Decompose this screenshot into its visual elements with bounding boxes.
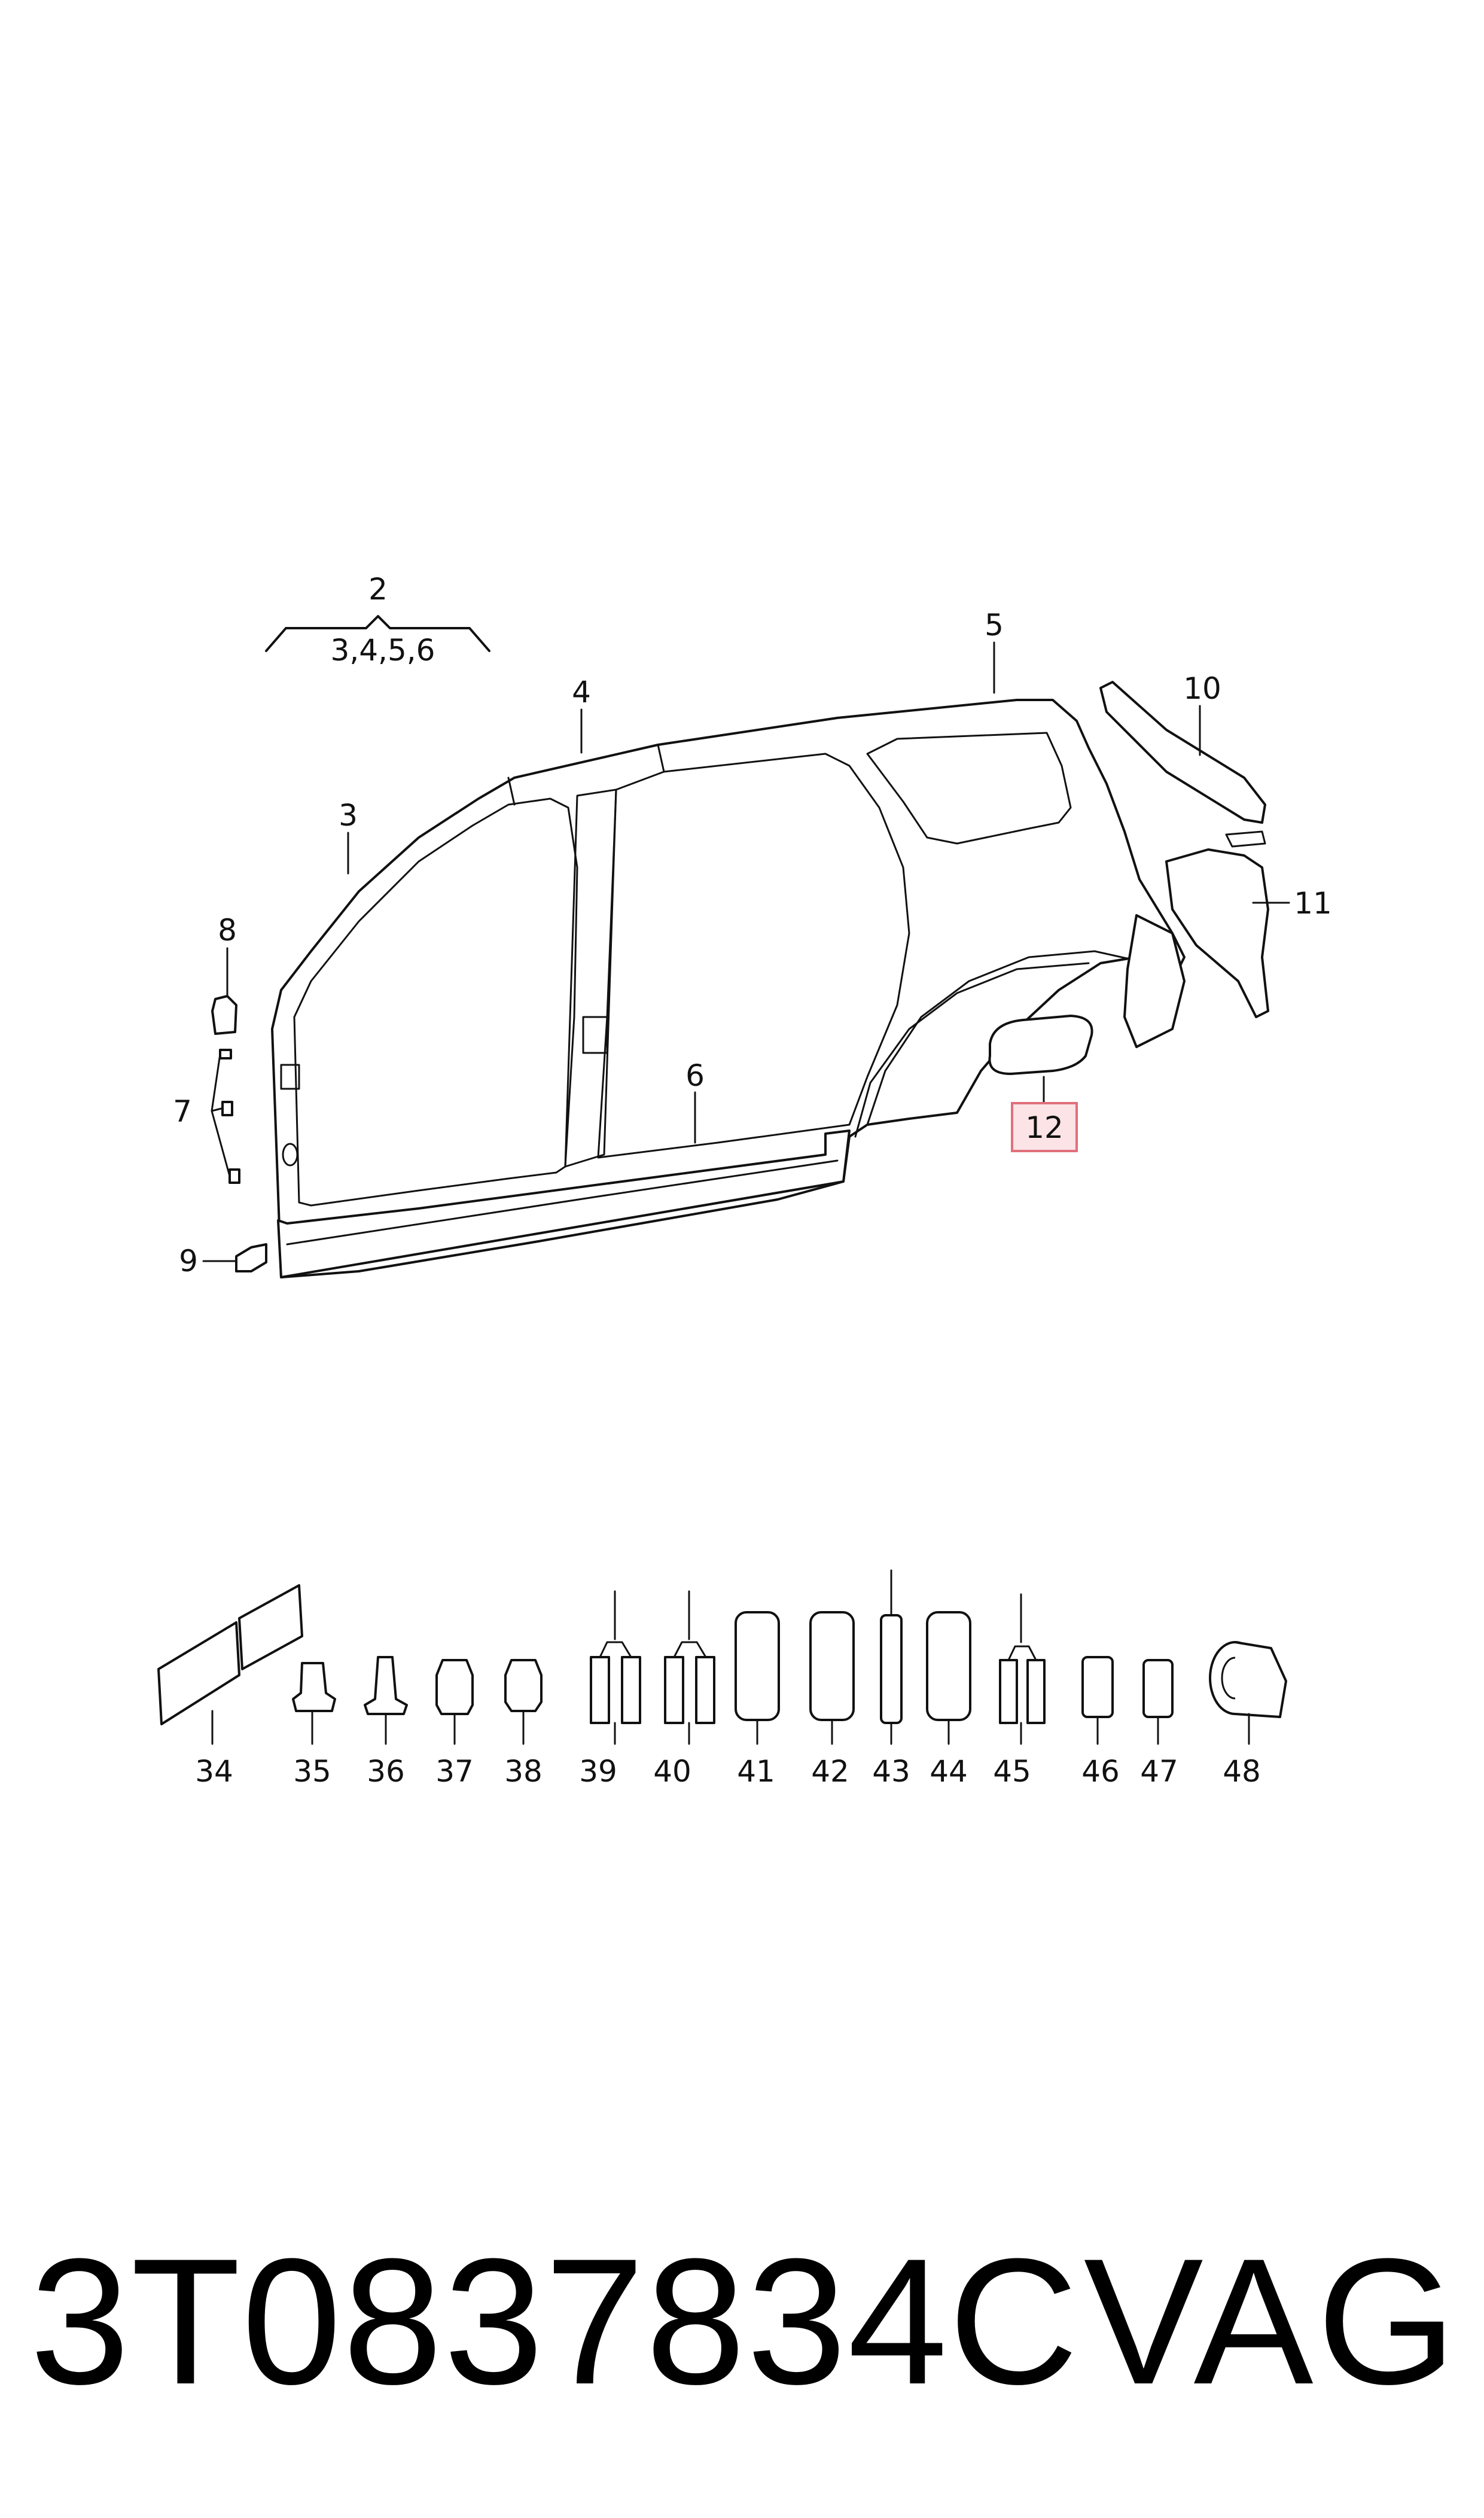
callout-10: 10 — [1183, 671, 1221, 706]
part-8-cap — [211, 995, 237, 1035]
group-label: 2 3,4,5,6 — [265, 572, 490, 668]
item-label-45: 45 — [993, 1754, 1031, 1789]
callout-5: 5 — [985, 608, 1004, 643]
b-pillar — [564, 788, 617, 1168]
item-label-47: 47 — [1140, 1754, 1178, 1789]
callout-3: 3 — [339, 798, 358, 833]
callout-11: 11 — [1294, 886, 1332, 921]
item-46-container — [1081, 1656, 1114, 1718]
item-label-46: 46 — [1081, 1754, 1120, 1789]
callout-12: 12 — [1025, 1110, 1064, 1145]
part-number: 3T0837834C — [30, 2221, 1080, 2422]
item-34-sheet-right — [238, 1584, 303, 1670]
rear-inner-panel — [1165, 848, 1269, 1018]
item-label-38: 38 — [504, 1754, 543, 1789]
item-label-42: 42 — [811, 1754, 849, 1789]
part-7-clip-b — [221, 1101, 233, 1116]
item-label-41: 41 — [737, 1754, 775, 1789]
rear-wheelhouse — [1123, 914, 1186, 1048]
item-45-twin-cartridge — [999, 1593, 1046, 1724]
item-39-twin-cartridge — [590, 1590, 641, 1724]
callout-6: 6 — [685, 1058, 705, 1093]
item-44-can — [926, 1611, 971, 1721]
item-label-35: 35 — [293, 1754, 331, 1789]
leader-7 — [211, 1053, 231, 1177]
front-door-opening — [293, 797, 578, 1207]
item-38-cap — [504, 1659, 543, 1712]
rear-door-opening — [597, 753, 910, 1159]
a-pillar-slot — [280, 1064, 300, 1090]
callout-7: 7 — [173, 1094, 192, 1129]
part-7-clip-c — [228, 1168, 240, 1184]
callout-12-box[interactable]: 12 — [1011, 1102, 1078, 1152]
item-43-tube — [880, 1569, 903, 1724]
item-label-36: 36 — [367, 1754, 405, 1789]
rear-bracket-stub — [1225, 830, 1266, 848]
item-42-can — [809, 1611, 855, 1721]
item-label-37: 37 — [435, 1754, 474, 1789]
item-label-43: 43 — [872, 1754, 910, 1789]
item-34-sheet — [157, 1621, 240, 1725]
a-pillar-hole — [282, 1143, 298, 1167]
callout-labels: 3 4 5 6 7 8 9 10 11 12 — [173, 608, 1332, 1278]
leader-lines — [202, 641, 1290, 1262]
brand-name: VAG — [1083, 2221, 1460, 2422]
item-41-can — [735, 1611, 780, 1721]
rear-rail-part — [1099, 681, 1266, 824]
group-number: 2 — [368, 572, 388, 607]
wheel-arch — [866, 950, 1150, 1126]
item-36-stud — [364, 1656, 408, 1715]
roof-seam-4 — [507, 777, 516, 806]
consumable-leaders — [211, 1710, 1250, 1745]
quarter-window — [866, 732, 1072, 845]
item-label-44: 44 — [930, 1754, 968, 1789]
roof-seam-5 — [657, 744, 665, 773]
item-label-48: 48 — [1223, 1754, 1261, 1789]
item-40-twin-cartridge — [664, 1590, 715, 1724]
callout-9: 9 — [179, 1244, 198, 1278]
item-48-tape-roll — [1209, 1641, 1287, 1718]
group-bracket — [265, 615, 490, 652]
item-label-34: 34 — [195, 1754, 233, 1789]
item-35-rivet-nut — [292, 1662, 336, 1712]
part-7-clip-a — [219, 1049, 232, 1059]
part-12-pad — [988, 1015, 1093, 1075]
group-members: 3,4,5,6 — [331, 633, 435, 668]
sill-crease — [286, 1159, 839, 1246]
item-label-40: 40 — [653, 1754, 691, 1789]
item-47-container — [1142, 1659, 1174, 1718]
highlight-box — [1011, 1102, 1078, 1152]
part-9-bracket — [235, 1243, 267, 1272]
consumables-row: 34 35 36 37 38 39 40 41 42 43 44 45 46 4… — [157, 1569, 1287, 1789]
side-panel-assembly — [271, 699, 1186, 1278]
item-37-cap — [435, 1659, 474, 1715]
item-label-39: 39 — [579, 1754, 617, 1789]
callout-4: 4 — [572, 675, 591, 710]
b-pillar-slot — [582, 1016, 608, 1054]
callout-8: 8 — [218, 913, 237, 948]
wheel-arch-inner — [854, 962, 1090, 1138]
sill-panel — [277, 1129, 851, 1278]
